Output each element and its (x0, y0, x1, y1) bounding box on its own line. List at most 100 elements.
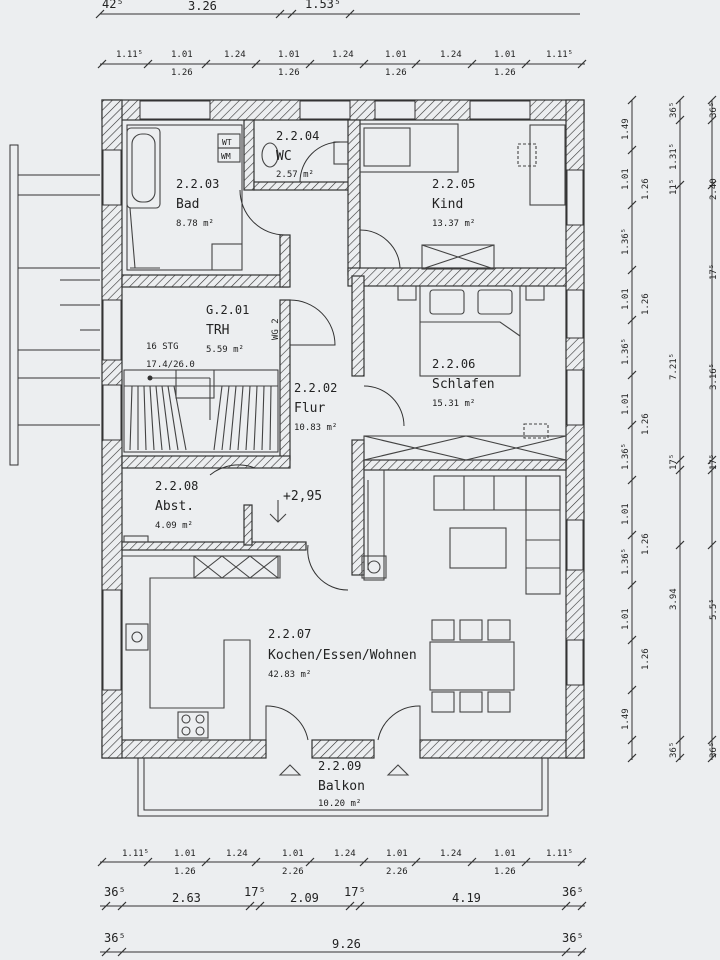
dimension-tick (675, 115, 685, 125)
right-dim-label: 1.36⁵ (621, 443, 631, 470)
room-id: 2.2.09 (318, 759, 361, 773)
dimension-tick (627, 145, 637, 155)
top-dim-label: 1.24 (224, 50, 246, 60)
schlafen-furniture (363, 285, 567, 461)
side-railing (9, 144, 100, 466)
dimension-tick (305, 59, 315, 69)
dimension-tick (707, 180, 717, 190)
stair-step (253, 385, 258, 451)
dimension-tick (675, 540, 685, 550)
living-furniture (122, 469, 561, 741)
room-name: WC (276, 149, 292, 164)
dimension-tick (675, 95, 685, 105)
room-schlafen: 2.2.06 Schlafen 15.31 m² (432, 357, 495, 409)
stair-step (167, 385, 179, 451)
room-kochen: 2.2.07 Kochen/Essen/Wohnen 42.83 m² (268, 627, 417, 680)
right-dim-label: 1.36⁵ (621, 228, 631, 255)
top-dim-label: 1.53⁵ (305, 0, 341, 11)
stair-step (173, 385, 187, 451)
stair-step (229, 385, 237, 451)
stair-step (245, 385, 251, 451)
dimension-tick (627, 580, 637, 590)
room-area: 10.20 m² (318, 799, 361, 809)
top-dim-label: 1.24 (440, 50, 462, 60)
dimension-tick (201, 857, 211, 867)
bottom-dim-label: 1.26 (174, 867, 196, 877)
right-dim-label: 1.26 (641, 413, 651, 435)
dimension-tick (675, 465, 685, 475)
top-dim-label: 1.01 (385, 50, 407, 60)
bottom-dim-label: 2.63 (172, 891, 201, 905)
room-id: 2.2.05 (432, 177, 475, 191)
stair-step (129, 385, 133, 451)
right-dim-label: 2.40 (709, 178, 719, 200)
dimension-tick (411, 857, 421, 867)
stair-step (161, 385, 171, 451)
bottom-dim-label: 4.19 (452, 891, 481, 905)
right-dim-label: 1.26 (641, 648, 651, 670)
room-id: 2.2.06 (432, 357, 475, 371)
stair-ratio: 17.4/26.0 (146, 360, 195, 370)
stair-step (213, 385, 223, 451)
bottom-dim-label: 1.26 (494, 867, 516, 877)
room-trh: G.2.01 TRH 5.59 m² 16 STG 17.4/26.0 WG 2 (146, 303, 281, 370)
right-dimensions: 1.491.011.36⁵1.011.36⁵1.011.36⁵1.011.36⁵… (621, 95, 719, 763)
bottom-dim-label: 36⁵ (562, 931, 584, 945)
bottom-dim-label: 2.09 (290, 891, 319, 905)
top-dim-label: 1.26 (385, 68, 407, 78)
washer-label: WM (221, 152, 231, 161)
top-dim-label: 1.26 (171, 68, 193, 78)
top-dim-label: 1.26 (278, 68, 300, 78)
room-id: 2.2.03 (176, 177, 219, 191)
room-area: 42.83 m² (268, 670, 311, 680)
dimension-tick (627, 95, 637, 105)
stair-step (155, 385, 163, 451)
wc-fixtures (261, 141, 349, 183)
room-kind: 2.2.05 Kind 13.37 m² (432, 177, 475, 229)
bottom-dim-label: 1.11⁵ (122, 849, 149, 859)
stair-step (237, 385, 244, 451)
top-dim-label: 1.26 (494, 68, 516, 78)
right-dim-label: 17⁵ (709, 454, 719, 470)
walls (101, 99, 585, 759)
dimension-tick (143, 59, 153, 69)
dimension-tick (627, 265, 637, 275)
right-dim-label: 1.49 (621, 118, 631, 140)
dimension-tick (627, 635, 637, 645)
top-dim-label: 1.24 (332, 50, 354, 60)
dimension-tick (707, 455, 717, 465)
right-dim-label: 36⁵ (669, 742, 679, 758)
right-dim-label: 36⁵ (669, 102, 679, 118)
dimension-tick (627, 475, 637, 485)
room-name: Bad (176, 197, 199, 212)
right-dim-label: 11⁵ (669, 179, 679, 195)
right-dim-label: 1.01 (621, 503, 631, 525)
dimension-tick (627, 200, 637, 210)
stair-count: 16 STG (146, 342, 179, 352)
right-dim-label: 1.26 (641, 293, 651, 315)
room-balkon: 2.2.09 Balkon 10.20 m² (318, 759, 365, 809)
room-area: 8.78 m² (176, 219, 214, 229)
bottom-dim-label: 1.01 (494, 849, 516, 859)
dimension-tick (251, 857, 261, 867)
bottom-dim-label: 1.24 (334, 849, 356, 859)
room-name: TRH (206, 323, 229, 338)
stair-step (143, 385, 147, 451)
dimension-tick (359, 59, 369, 69)
right-dim-label: 36⁵ (709, 742, 719, 758)
dimension-tick (411, 59, 421, 69)
bottom-dim-label: 1.01 (282, 849, 304, 859)
room-bad: 2.2.03 Bad 8.78 m² (176, 177, 219, 229)
right-dim-label: 5.5⁵ (709, 598, 719, 620)
right-dim-label: 1.26 (641, 533, 651, 555)
stair-step (149, 385, 155, 451)
bottom-dim-label: 2.26 (282, 867, 304, 877)
room-name: Balkon (318, 779, 365, 794)
room-abst: 2.2.08 Abst. 4.09 m² (123, 479, 198, 543)
room-area: 4.09 m² (155, 521, 193, 531)
bottom-dim-label: 1.11⁵ (546, 849, 573, 859)
bottom-dim-label: 1.24 (226, 849, 248, 859)
dimension-tick (521, 857, 531, 867)
balcony (137, 758, 549, 817)
